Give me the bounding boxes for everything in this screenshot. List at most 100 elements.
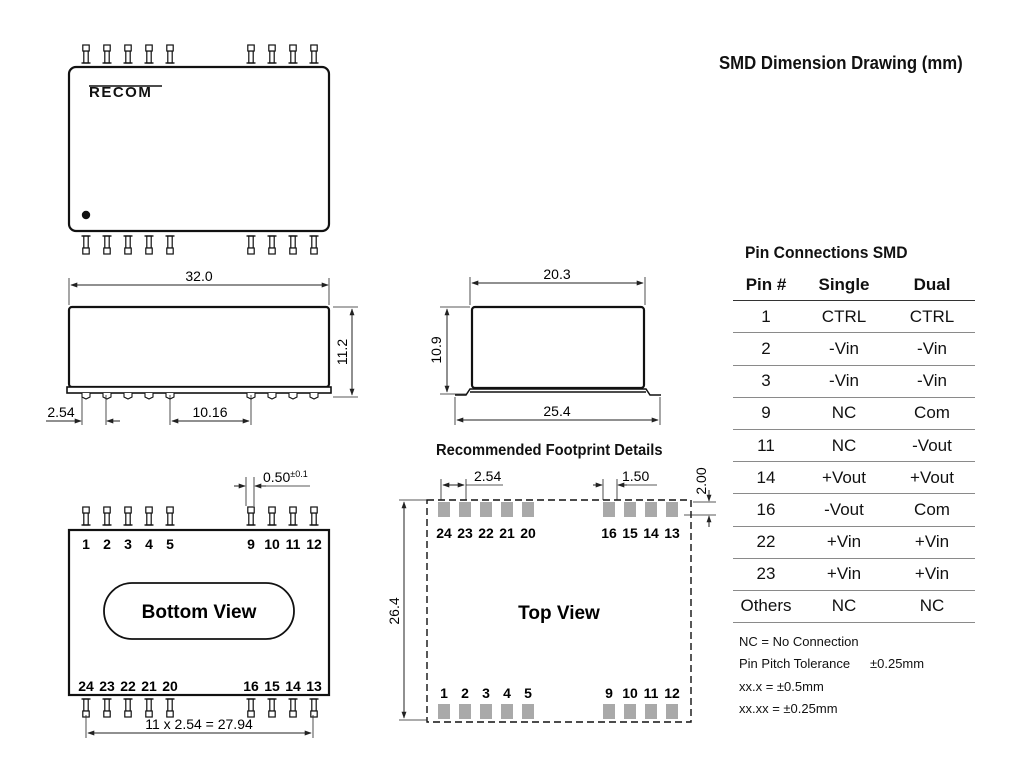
bottom-view-pin-number-lower: 21: [141, 678, 157, 694]
bottom-view-pin-number-lower: 24: [78, 678, 94, 694]
footprint-pad-upper-4: [522, 502, 534, 517]
footprint-pad-upper-7: [645, 502, 657, 517]
table-row: 14+Vout+Vout: [733, 461, 975, 495]
fp-pitch-label: 2.54: [474, 468, 501, 484]
package-body-side: [67, 305, 331, 389]
pitch-label: 2.54: [47, 404, 74, 420]
footprint-pin-number-lower: 5: [524, 685, 532, 701]
dual-cell: Com: [889, 397, 975, 430]
footprint-pin-number-upper: 23: [457, 525, 473, 541]
bottom-view-oval: [103, 582, 295, 640]
footprint-pad-upper-5: [603, 502, 615, 517]
package-top-view: RECOM: [67, 44, 331, 255]
bottom-view-pins-upper: [81, 506, 319, 526]
footprint-pin-number-lower: 9: [605, 685, 613, 701]
footprint-pin-number-upper: 14: [643, 525, 659, 541]
top-view-pin-upper-0: [81, 44, 91, 64]
bottom-view-pin-upper-8: [309, 506, 319, 526]
top-view-pin-lower-4: [165, 235, 175, 255]
top-view-pin-lower-6: [267, 235, 277, 255]
package-end-view: 20.3 10.9 25.4: [428, 266, 661, 425]
footprint-pin-number-upper: 24: [436, 525, 452, 541]
top-view-label: Top View: [518, 603, 600, 624]
side-view-pin-8: [309, 393, 319, 400]
bottom-view-pin-number-upper: 12: [306, 536, 322, 552]
dual-cell: +Vin: [889, 526, 975, 559]
bottom-view-pin-upper-0: [81, 506, 91, 526]
package-side-view: 32.0 11.2 2.54 10.16: [46, 268, 358, 425]
footprint-pin-number-lower: 10: [622, 685, 638, 701]
table-row: 22+Vin+Vin: [733, 526, 975, 559]
bottom-view-pin-number-lower: 13: [306, 678, 322, 694]
footprint-pad-lower-1: [459, 704, 471, 719]
top-view-pin-lower-2: [123, 235, 133, 255]
table-header-row: Pin # Single Dual: [733, 269, 975, 302]
table-row: 3-Vin-Vin: [733, 365, 975, 398]
footprint-pin-number-lower: 1: [440, 685, 448, 701]
pin-number-cell: 9: [733, 397, 799, 430]
note-xx-xx: xx.xx = ±0.25mm: [739, 701, 838, 716]
bottom-view-pin-upper-4: [165, 506, 175, 526]
footprint-pad-upper-0: [438, 502, 450, 517]
footprint-pad-lower-6: [624, 704, 636, 719]
bottom-view-pin-number-lower: 16: [243, 678, 259, 694]
bottom-view-pin-number-upper: 5: [166, 536, 174, 552]
pin-number-cell: 16: [733, 493, 799, 527]
footprint-pin-number-upper: 15: [622, 525, 638, 541]
bottom-view-pin-number-lower: 22: [120, 678, 136, 694]
bottom-view-pin-number-lower: 20: [162, 678, 178, 694]
dual-cell: -Vin: [889, 365, 975, 398]
footprint-pin-number-lower: 3: [482, 685, 490, 701]
side-view-pin-0: [81, 393, 91, 400]
footprint-pad-upper-3: [501, 502, 513, 517]
bottom-view-pin-lower-0: [81, 698, 91, 718]
pin-connections-title: Pin Connections SMD: [745, 243, 908, 262]
bottom-view-pin-number-upper: 4: [145, 536, 153, 552]
bottom-view-pin-upper-6: [267, 506, 277, 526]
end-width-label: 20.3: [543, 266, 570, 282]
footprint-pads-lower: [438, 704, 678, 719]
footprint-pin-number-upper: 20: [520, 525, 536, 541]
footprint-pad-upper-6: [624, 502, 636, 517]
top-view-pin-lower-0: [81, 235, 91, 255]
single-cell: -Vout: [799, 493, 889, 527]
end-height-label: 10.9: [428, 336, 444, 363]
top-view-pin-upper-6: [267, 44, 277, 64]
footprint-pad-lower-7: [645, 704, 657, 719]
footprint-width-label: 25.4: [543, 403, 570, 419]
pin-number-cell: 3: [733, 365, 799, 398]
footprint-pin-number-upper: 21: [499, 525, 515, 541]
single-cell: CTRL: [799, 300, 889, 334]
bottom-view-pin-lower-3: [144, 698, 154, 718]
footprint-outline: [426, 499, 692, 723]
footprint-pin-number-lower: 4: [503, 685, 511, 701]
pin-number-cell: 11: [733, 429, 799, 463]
dual-cell: NC: [889, 590, 975, 624]
package-body-top: [67, 65, 331, 233]
bottom-view-pin-number-upper: 10: [264, 536, 280, 552]
bottom-view-pin-upper-2: [123, 506, 133, 526]
drawing-title: SMD Dimension Drawing (mm): [719, 53, 963, 73]
gap-label: 10.16: [192, 404, 227, 420]
note-nc: NC = No Connection: [739, 634, 859, 649]
bottom-view-label: Bottom View: [142, 602, 257, 623]
pin-number-cell: Others: [733, 590, 799, 624]
bottom-view-pin-lower-1: [102, 698, 112, 718]
header-dual: Dual: [889, 269, 975, 302]
footprint-pads-upper: [438, 502, 678, 517]
dual-cell: +Vout: [889, 461, 975, 495]
top-view-pin-upper-2: [123, 44, 133, 64]
footprint-pad-lower-2: [480, 704, 492, 719]
footprint-pin-number-lower: 11: [644, 685, 659, 701]
side-view-pin-1: [102, 393, 112, 400]
bottom-view-pin-upper-3: [144, 506, 154, 526]
recom-logo: RECOM: [89, 84, 152, 101]
single-cell: +Vout: [799, 461, 889, 495]
package-body-end: [470, 305, 646, 390]
